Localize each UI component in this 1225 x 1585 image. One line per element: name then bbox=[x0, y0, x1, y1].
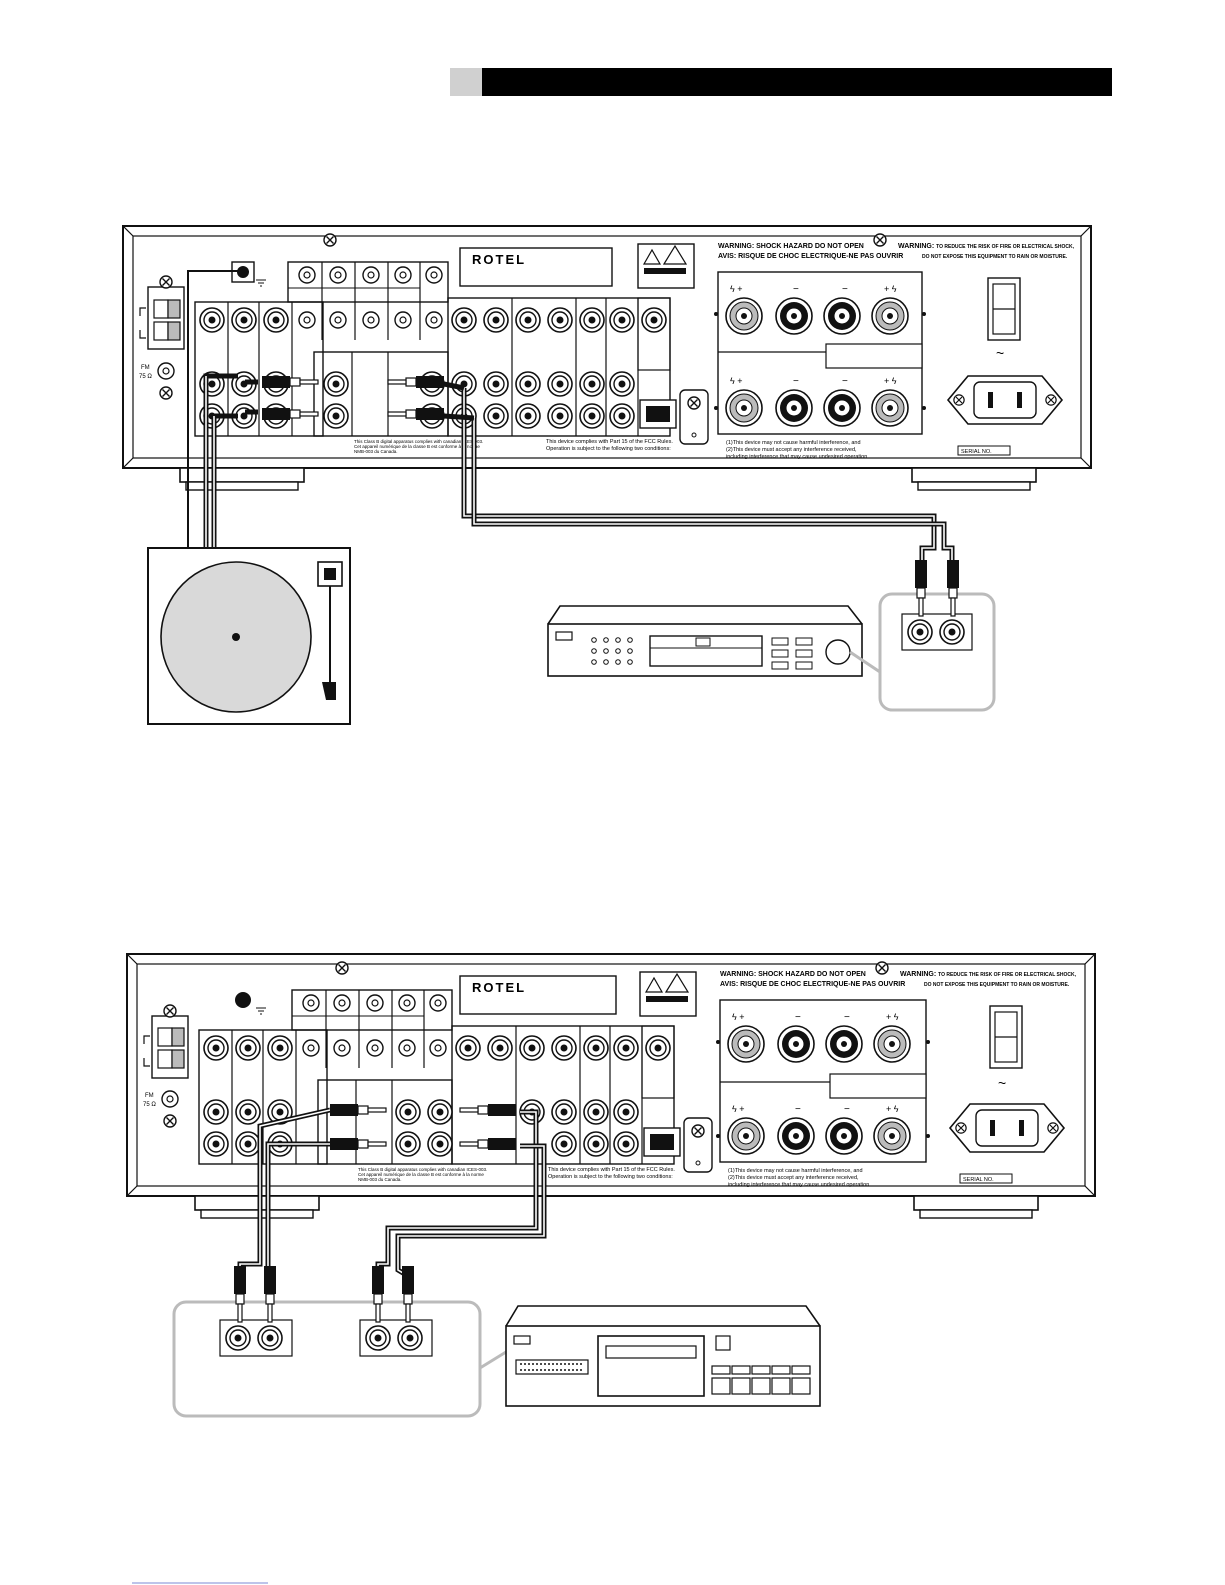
brand-logo: ROTEL bbox=[472, 252, 526, 267]
cassette-door bbox=[597, 1335, 705, 1397]
cd-output-callout bbox=[849, 560, 996, 712]
svg-text:(2)This device must accept any: (2)This device must accept any interfere… bbox=[728, 1175, 859, 1181]
svg-text:ϟ +: ϟ + bbox=[732, 1012, 745, 1022]
tonearm-cartridge bbox=[322, 682, 336, 700]
svg-text:WARNING: TO REDUCE THE RISK OF: WARNING: TO REDUCE THE RISK OF FIRE OR E… bbox=[900, 971, 1077, 978]
svg-text:WARNING: SHOCK HAZARD DO NOT O: WARNING: SHOCK HAZARD DO NOT OPEN bbox=[718, 243, 864, 250]
svg-text:−: − bbox=[793, 284, 799, 295]
svg-text:ϟ +: ϟ + bbox=[730, 376, 743, 386]
svg-text:Operation is subject to the fo: Operation is subject to the following tw… bbox=[548, 1174, 673, 1180]
svg-text:NMB-003 du Canada.: NMB-003 du Canada. bbox=[354, 449, 398, 454]
phono-ground-terminal[interactable] bbox=[235, 992, 266, 1015]
fm-label: FM bbox=[141, 365, 150, 371]
warning-text: WARNING: SHOCK HAZARD DO NOT OPEN AVIS: … bbox=[718, 243, 1075, 260]
svg-text:ϟ +: ϟ + bbox=[730, 284, 743, 294]
svg-text:−: − bbox=[793, 376, 799, 387]
svg-text:This device complies with Part: This device complies with Part 15 of the… bbox=[546, 439, 673, 445]
svg-text:including interference that ma: including interference that may cause un… bbox=[726, 454, 867, 460]
speaker-terminals: ϟ + − − + ϟ ϟ + − − + ϟ bbox=[714, 271, 926, 435]
warning-symbols bbox=[637, 243, 695, 289]
svg-text:WARNING: TO REDUCE THE RISK OF: WARNING: TO REDUCE THE RISK OF FIRE OR E… bbox=[898, 243, 1075, 250]
svg-text:−: − bbox=[842, 284, 848, 295]
brand-plate: ROTEL bbox=[459, 975, 617, 1015]
ac-symbol: ~ bbox=[996, 345, 1004, 361]
svg-text:SERIAL NO.: SERIAL NO. bbox=[963, 1177, 994, 1183]
serial-label: SERIAL NO. bbox=[959, 1173, 1013, 1184]
panel-foot-right bbox=[913, 1195, 1039, 1219]
svg-text:including interference that ma: including interference that may cause un… bbox=[728, 1182, 869, 1188]
panel-foot-left bbox=[194, 1195, 320, 1219]
power-switch[interactable] bbox=[987, 277, 1021, 341]
turntable bbox=[147, 547, 351, 725]
svg-text:DO NOT EXPOSE THIS EQUIPMENT T: DO NOT EXPOSE THIS EQUIPMENT TO RAIN OR … bbox=[924, 982, 1070, 988]
svg-text:−: − bbox=[844, 1012, 850, 1023]
power-switch[interactable] bbox=[989, 1005, 1023, 1069]
serial-label: SERIAL NO. bbox=[957, 445, 1011, 456]
svg-text:(1)This device may not cause h: (1)This device may not cause harmful int… bbox=[726, 440, 861, 446]
cd-player bbox=[547, 605, 863, 677]
header-bar bbox=[450, 68, 1112, 96]
ac-inlet bbox=[946, 375, 1064, 425]
svg-text:This Class B digital apparatus: This Class B digital apparatus complies … bbox=[358, 1167, 487, 1172]
svg-text:+ ϟ: + ϟ bbox=[886, 1104, 899, 1114]
svg-text:ϟ +: ϟ + bbox=[732, 1104, 745, 1114]
svg-text:AVIS: RISQUE DE CHOC ELECTRIQU: AVIS: RISQUE DE CHOC ELECTRIQUE-NE PAS O… bbox=[720, 981, 905, 988]
svg-text:Cet appareil numérique de la c: Cet appareil numérique de la classe B es… bbox=[358, 1172, 484, 1177]
compliance-text: This Class B digital apparatus complies … bbox=[358, 1167, 869, 1188]
turntable-cables bbox=[187, 270, 258, 548]
svg-text:−: − bbox=[795, 1104, 801, 1115]
tape-deck-callout bbox=[172, 1266, 507, 1418]
svg-text:DO NOT EXPOSE THIS EQUIPMENT T: DO NOT EXPOSE THIS EQUIPMENT TO RAIN OR … bbox=[922, 254, 1068, 260]
svg-text:(2)This device must accept any: (2)This device must accept any interfere… bbox=[726, 447, 857, 453]
svg-text:+ ϟ: + ϟ bbox=[884, 284, 897, 294]
warning-symbols bbox=[639, 971, 697, 1017]
svg-text:75 Ω: 75 Ω bbox=[143, 1102, 156, 1108]
svg-text:Cet appareil numérique de la c: Cet appareil numérique de la classe B es… bbox=[354, 444, 480, 449]
svg-text:ROTEL: ROTEL bbox=[472, 980, 526, 995]
control-port bbox=[643, 1117, 713, 1173]
fm-ohm-label: 75 Ω bbox=[139, 374, 152, 380]
input-jack-block bbox=[198, 989, 675, 1165]
receiver-rear-panel-bottom: FM 75 Ω bbox=[126, 953, 1096, 1219]
panel-foot-left bbox=[179, 467, 305, 491]
panel-screw bbox=[873, 233, 887, 247]
warning-text: WARNING: SHOCK HAZARD DO NOT OPEN AVIS: … bbox=[720, 971, 1077, 988]
ac-inlet bbox=[948, 1103, 1066, 1153]
input-jack-block bbox=[194, 261, 671, 437]
panel-screw bbox=[323, 233, 337, 247]
svg-text:WARNING: SHOCK HAZARD DO NOT O: WARNING: SHOCK HAZARD DO NOT OPEN bbox=[720, 971, 866, 978]
svg-text:−: − bbox=[842, 376, 848, 387]
receiver-rear-panel-top: FM 75 Ω bbox=[122, 225, 1092, 491]
svg-text:This device complies with Part: This device complies with Part 15 of the… bbox=[548, 1167, 675, 1173]
svg-text:+ ϟ: + ϟ bbox=[886, 1012, 899, 1022]
svg-text:~: ~ bbox=[998, 1075, 1006, 1091]
svg-text:FM: FM bbox=[145, 1093, 154, 1099]
antenna-terminals: FM 75 Ω bbox=[139, 275, 185, 400]
svg-text:NMB-003 du Canada.: NMB-003 du Canada. bbox=[358, 1177, 402, 1182]
tape-deck bbox=[505, 1305, 821, 1407]
fm-antenna-jack[interactable] bbox=[161, 1090, 179, 1108]
turntable-spindle bbox=[232, 633, 240, 641]
svg-text:SERIAL NO.: SERIAL NO. bbox=[961, 449, 992, 455]
svg-text:−: − bbox=[844, 1104, 850, 1115]
antenna-terminals: FM 75 Ω bbox=[143, 1004, 189, 1128]
control-port bbox=[639, 389, 709, 445]
panel-foot-right bbox=[911, 467, 1037, 491]
cd-volume-knob bbox=[825, 639, 851, 665]
cd-cables bbox=[443, 381, 955, 560]
svg-text:+ ϟ: + ϟ bbox=[884, 376, 897, 386]
brand-plate: ROTEL bbox=[459, 247, 613, 287]
fm-antenna-jack[interactable] bbox=[157, 362, 175, 380]
compliance-text: This Class B digital apparatus complies … bbox=[354, 439, 867, 460]
svg-text:Operation is subject to the fo: Operation is subject to the following tw… bbox=[546, 446, 671, 452]
speaker-terminals: ϟ + − − + ϟ ϟ + − − + ϟ bbox=[716, 999, 930, 1163]
svg-text:AVIS: RISQUE DE CHOC ELECTRIQU: AVIS: RISQUE DE CHOC ELECTRIQUE-NE PAS O… bbox=[718, 253, 903, 260]
svg-text:−: − bbox=[795, 1012, 801, 1023]
svg-text:This Class B digital apparatus: This Class B digital apparatus complies … bbox=[354, 439, 483, 444]
svg-text:(1)This device may not cause h: (1)This device may not cause harmful int… bbox=[728, 1168, 863, 1174]
